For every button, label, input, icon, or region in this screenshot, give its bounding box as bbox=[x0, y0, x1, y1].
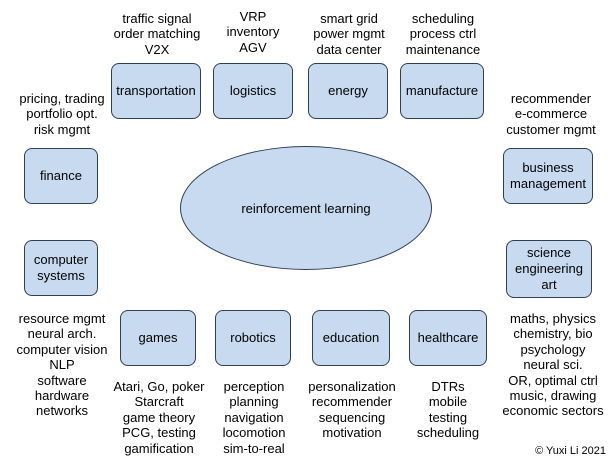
note-line: resource mgmt bbox=[18, 311, 106, 326]
label-games: games bbox=[138, 330, 178, 345]
note-line: DTRs bbox=[431, 379, 465, 394]
note-line: scheduling bbox=[411, 11, 475, 26]
note-line: maths, physics bbox=[510, 311, 596, 326]
note-line: neural arch. bbox=[27, 326, 97, 342]
note-line: music, drawing bbox=[509, 388, 597, 404]
note-line: psychology bbox=[520, 341, 586, 357]
note-line: sim-to-real bbox=[223, 440, 285, 456]
notes-manufacture: scheduling process ctrl maintenance bbox=[392, 11, 494, 57]
label-business-2: management bbox=[510, 176, 586, 191]
note-line: chemistry, bio bbox=[513, 326, 593, 342]
label-education: education bbox=[322, 330, 380, 345]
box-energy: energy bbox=[308, 63, 388, 119]
note-line: perception bbox=[223, 379, 285, 394]
notes-games: Atari, Go, poker Starcraft game theory P… bbox=[106, 379, 212, 456]
note-line: traffic signal bbox=[122, 11, 192, 26]
note-line: sequencing bbox=[318, 409, 386, 425]
box-science-engineering-art: science engineering art bbox=[506, 240, 592, 298]
note-line: scheduling bbox=[416, 425, 480, 441]
note-line: risk mgmt bbox=[33, 121, 91, 137]
note-line: neural sci. bbox=[523, 357, 583, 373]
notes-healthcare: DTRs mobile testing scheduling bbox=[408, 379, 488, 441]
note-line: hardware bbox=[34, 388, 90, 404]
label-finance: finance bbox=[40, 168, 82, 183]
box-healthcare: healthcare bbox=[409, 310, 487, 366]
note-line: locomotion bbox=[222, 425, 286, 441]
note-line: pricing, trading bbox=[19, 91, 105, 106]
note-line: mobile bbox=[428, 394, 468, 410]
box-education: education bbox=[312, 310, 390, 366]
note-line: Atari, Go, poker bbox=[113, 379, 205, 394]
box-computer-systems: computer systems bbox=[24, 240, 98, 296]
label-science-3: art bbox=[541, 277, 557, 292]
box-transportation: transportation bbox=[111, 63, 201, 119]
note-line: customer mgmt bbox=[506, 121, 596, 137]
note-line: planning bbox=[229, 394, 279, 410]
note-line: networks bbox=[35, 403, 89, 419]
copyright-text: © Yuxi Li 2021 bbox=[535, 445, 606, 457]
box-manufacture: manufacture bbox=[400, 63, 484, 119]
box-games: games bbox=[120, 310, 196, 366]
notes-logistics: VRP inventory AGV bbox=[212, 9, 294, 55]
label-manufacture: manufacture bbox=[405, 83, 479, 98]
notes-transportation: traffic signal order matching V2X bbox=[106, 11, 208, 57]
label-transportation: transportation bbox=[116, 83, 196, 98]
center-ellipse: reinforcement learning bbox=[180, 146, 432, 270]
note-line: testing bbox=[428, 409, 468, 425]
note-line: smart grid bbox=[320, 11, 378, 26]
notes-energy: smart grid power mgmt data center bbox=[298, 11, 400, 57]
note-line: computer vision bbox=[16, 341, 108, 357]
note-line: V2X bbox=[144, 41, 170, 57]
box-business-management: business management bbox=[503, 148, 593, 204]
notes-robotics: perception planning navigation locomotio… bbox=[210, 379, 298, 456]
note-line: recommender bbox=[510, 91, 592, 106]
note-line: gamification bbox=[124, 440, 194, 456]
box-robotics: robotics bbox=[215, 310, 291, 366]
note-line: AGV bbox=[239, 39, 267, 55]
label-computer-2: systems bbox=[37, 268, 85, 283]
note-line: power mgmt bbox=[313, 26, 385, 42]
note-line: game theory bbox=[122, 409, 196, 425]
label-robotics: robotics bbox=[230, 330, 276, 345]
note-line: e-commerce bbox=[514, 106, 588, 122]
box-finance: finance bbox=[24, 148, 98, 204]
note-line: portfolio opt. bbox=[26, 106, 98, 122]
note-line: process ctrl bbox=[409, 26, 477, 42]
note-line: data center bbox=[316, 41, 382, 57]
note-line: PCG, testing bbox=[122, 425, 196, 441]
note-line: NLP bbox=[49, 357, 75, 373]
label-science-1: science bbox=[526, 245, 572, 260]
center-label: reinforcement learning bbox=[241, 200, 371, 216]
notes-education: personalization recommender sequencing m… bbox=[300, 379, 404, 441]
note-line: Starcraft bbox=[134, 394, 184, 410]
label-healthcare: healthcare bbox=[417, 330, 479, 345]
notes-business: recommender e-commerce customer mgmt bbox=[492, 91, 610, 137]
note-line: economic sectors bbox=[502, 403, 604, 419]
label-science-2: engineering bbox=[515, 261, 583, 276]
note-line: inventory bbox=[226, 24, 280, 40]
note-line: OR, optimal ctrl bbox=[508, 372, 598, 388]
note-line: recommender bbox=[311, 394, 393, 410]
note-line: order matching bbox=[113, 26, 201, 42]
label-energy: energy bbox=[328, 83, 368, 98]
note-line: personalization bbox=[308, 379, 396, 394]
box-logistics: logistics bbox=[213, 63, 293, 119]
label-business-1: business bbox=[522, 160, 574, 175]
note-line: motivation bbox=[322, 425, 382, 441]
note-line: navigation bbox=[224, 409, 284, 425]
label-logistics: logistics bbox=[229, 83, 277, 98]
notes-computer-systems: resource mgmt neural arch. computer visi… bbox=[4, 311, 120, 419]
note-line: VRP bbox=[239, 9, 267, 24]
label-computer-1: computer bbox=[33, 252, 89, 267]
note-line: software bbox=[37, 372, 87, 388]
notes-finance: pricing, trading portfolio opt. risk mgm… bbox=[6, 91, 118, 137]
note-line: maintenance bbox=[405, 41, 481, 57]
notes-science: maths, physics chemistry, bio psychology… bbox=[496, 311, 610, 419]
